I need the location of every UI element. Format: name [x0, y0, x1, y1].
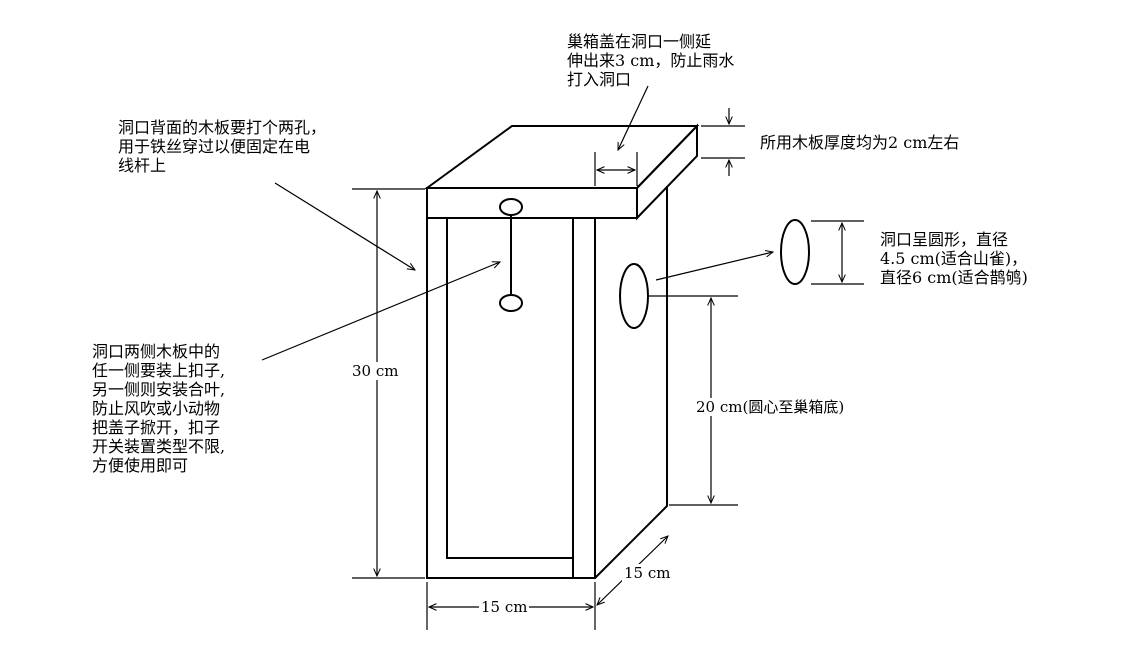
- entrance-hole-note: 洞口呈圆形，直径 4.5 cm(适合山雀)， 直径6 cm(适合鹊鸲): [880, 230, 1028, 287]
- hole-height-label: 20 cm(圆心至巢箱底): [694, 398, 847, 416]
- back-holes-leader: [274, 182, 415, 270]
- lower-wire-hole: [499, 294, 523, 312]
- lid-front-face: [426, 187, 638, 219]
- board-thickness-note: 所用木板厚度均为2 cm左右: [760, 133, 960, 152]
- back-holes-note: 洞口背面的木板要打个两孔， 用于铁丝穿过以便固定在电 线杆上: [118, 118, 327, 175]
- upper-wire-hole: [499, 198, 523, 216]
- latch-note: 洞口两侧木板中的 任一侧要装上扣子, 另一侧则安装合叶, 防止风吹或小动物 把盖…: [92, 342, 226, 475]
- lid-side-face: [636, 123, 698, 221]
- box-side-face: [594, 186, 668, 579]
- overhang-pointer: [617, 85, 649, 150]
- entrance-hole-detail: [780, 219, 810, 285]
- latch-leader: [261, 262, 500, 361]
- width-label: 15 cm: [479, 598, 530, 616]
- entrance-hole: [619, 263, 649, 329]
- depth-label: 15 cm: [622, 564, 673, 582]
- lid-top-face: [423, 125, 700, 189]
- lid-overhang-note: 巢箱盖在洞口一侧延 伸出来3 cm，防止雨水 打入洞口: [567, 32, 735, 89]
- height-label: 30 cm: [350, 362, 401, 380]
- entrance-hole-leader: [655, 252, 773, 281]
